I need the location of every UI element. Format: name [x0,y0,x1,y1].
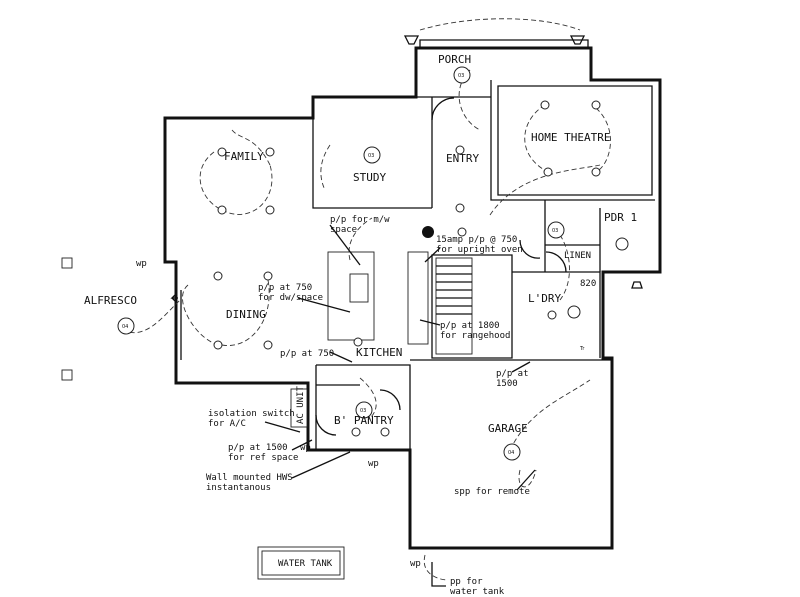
light [265,205,275,215]
note-pp-mw-2: space [330,225,357,235]
note-isolation-2: for A/C [208,419,246,429]
note-15amp: 15amp p/p @ 750 [436,235,517,245]
room-label-garage: GARAGE [488,422,528,435]
light [351,427,361,437]
water-tank-inner [261,550,341,576]
room-label-family: FAMILY [224,150,264,163]
room-label-dining: DINING [226,308,266,321]
room-label-bpantry: B' PANTRY [334,414,394,427]
staircase [435,257,473,355]
leaders [170,224,536,587]
light [263,340,273,350]
light [591,167,601,177]
note-hws: Wall mounted HWS [206,473,293,483]
smoke-detector-icon [422,226,434,238]
note-pp-1500-2: 1500 [496,379,518,389]
light [547,310,557,320]
light [591,100,601,110]
note-15amp-2: for upright oven [436,245,523,255]
room-label-study: STUDY [353,171,386,184]
note-pp-dw-2: for dw/space [258,293,323,303]
light [455,203,465,213]
note-wp: wp [300,443,311,453]
room-label-ldry: L'DRY [528,292,561,305]
light [457,227,467,237]
light [455,145,465,155]
light [540,100,550,110]
light [217,205,227,215]
light [380,427,390,437]
light [265,147,275,157]
note-820: 820 [580,279,596,289]
note-tr: Tr [579,346,585,352]
kitchen-island [327,251,429,345]
room-label-linen: LINEN [564,251,591,261]
note-wp: wp [136,259,147,269]
note-wp: wp [368,459,379,469]
note-pp-tank-2: water tank [450,587,505,597]
room-label-pdr: PDR 1 [604,211,637,224]
zone-tag: 04 [122,324,128,330]
note-wp: wp [410,559,421,569]
room-label-porch: PORCH [438,53,471,66]
ac-unit-box [290,388,308,428]
light [353,337,363,347]
light [263,271,273,281]
room-label-home-theatre: HOME THEATRE [531,131,610,144]
note-pp-mw: p/p for m/w [330,215,390,225]
light [213,271,223,281]
walls [163,39,662,550]
smoke-detectors [422,226,629,319]
light [543,167,553,177]
note-pp-tank: pp for [450,577,483,587]
room-label-alfresco: ALFRESCO [84,294,137,307]
zone-tag: 03 [552,228,558,234]
note-ref: p/p at 1500 [228,443,288,453]
room-label-entry: ENTRY [446,152,479,165]
exterior-fixtures [61,35,643,381]
light [213,340,223,350]
note-pp-rh-2: for rangehood [440,331,510,341]
zone-tag: 04 [508,450,514,456]
zone-tag: 03 [360,408,366,414]
note-pp-1500: p/p at [496,369,529,379]
room-label-kitchen: KITCHEN [356,346,402,359]
note-spp: spp for remote [454,487,530,497]
light [217,147,227,157]
zone-tag: 03 [458,73,464,79]
zone-tags: 03 03 03 04 03 04 [117,66,565,461]
smoke-detector-icon [567,305,581,319]
lights [213,100,601,437]
note-pp-750: p/p at 750 [280,349,334,359]
water-tank-label: WATER TANK [278,559,333,569]
note-hws-2: instantanous [206,483,271,493]
note-isolation: isolation switch [208,409,295,419]
note-pp-dw: p/p at 750 [258,283,312,293]
ac-unit-label: AC UNIT [296,385,306,424]
note-ref-2: for ref space [228,453,298,463]
note-pp-rh: p/p at 1800 [440,321,500,331]
smoke-detector-icon [615,237,629,251]
doors [315,97,567,436]
zone-tag: 03 [368,153,374,159]
